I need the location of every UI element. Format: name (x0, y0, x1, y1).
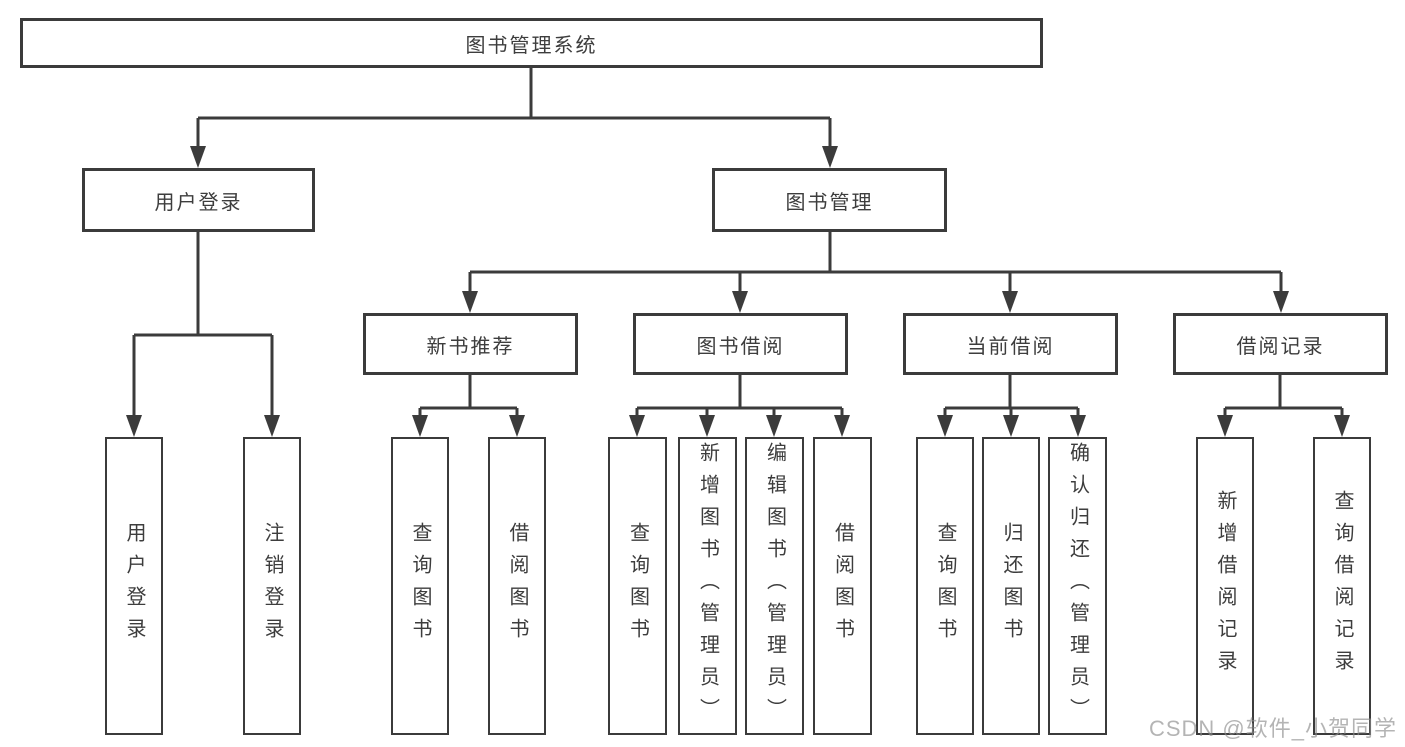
leaf-user-login: 用户登录 (105, 437, 163, 735)
connector-user-login (132, 232, 274, 421)
node-borrow-record-label: 借阅记录 (1236, 335, 1325, 358)
node-book-borrow-label: 图书借阅 (696, 335, 785, 358)
node-new-book-recommend: 新书推荐 (363, 313, 578, 375)
leaf-confirm-return-admin: 确认归还（管理员） (1048, 437, 1107, 735)
node-borrow-record: 借阅记录 (1173, 313, 1388, 375)
node-book-management-label: 图书管理 (785, 191, 874, 214)
node-book-borrow: 图书借阅 (633, 313, 848, 375)
leaf-confirm-return-admin-label: 确认归还（管理员） (1066, 442, 1089, 730)
leaf-logout: 注销登录 (243, 437, 301, 735)
leaf-add-borrow-record: 新增借阅记录 (1196, 437, 1254, 735)
arrowheads (126, 146, 1350, 437)
leaf-add-books-admin-label: 新增图书（管理员） (696, 442, 719, 730)
leaf-borrow-books-label: 借阅图书 (831, 522, 854, 650)
leaf-recommend-borrow-books: 借阅图书 (488, 437, 546, 735)
leaf-current-query-books: 查询图书 (916, 437, 974, 735)
connector-root (196, 68, 832, 150)
leaf-borrow-books: 借阅图书 (813, 437, 872, 735)
leaf-query-borrow-record-label: 查询借阅记录 (1331, 490, 1353, 682)
connector-book-borrow (635, 375, 844, 421)
node-current-borrow: 当前借阅 (903, 313, 1118, 375)
node-book-management: 图书管理 (712, 168, 947, 232)
leaf-return-books-label: 归还图书 (1000, 522, 1022, 650)
connector-borrow-record (1223, 375, 1344, 421)
leaf-edit-books-admin-label: 编辑图书（管理员） (763, 442, 786, 730)
leaf-add-books-admin: 新增图书（管理员） (678, 437, 737, 735)
node-root-label: 图书管理系统 (465, 34, 598, 57)
leaf-recommend-query-books: 查询图书 (391, 437, 449, 735)
leaf-recommend-borrow-books-label: 借阅图书 (506, 522, 528, 650)
connector-current-borrow (943, 375, 1080, 421)
node-current-borrow-label: 当前借阅 (966, 335, 1055, 358)
node-root: 图书管理系统 (20, 18, 1043, 68)
leaf-return-books: 归还图书 (982, 437, 1040, 735)
leaf-recommend-query-books-label: 查询图书 (409, 522, 431, 650)
leaf-edit-books-admin: 编辑图书（管理员） (745, 437, 804, 735)
node-user-login-label: 用户登录 (154, 191, 243, 214)
leaf-user-login-label: 用户登录 (123, 522, 145, 650)
node-new-book-recommend-label: 新书推荐 (426, 335, 515, 358)
leaf-borrow-query-books-label: 查询图书 (626, 522, 649, 650)
leaf-logout-label: 注销登录 (261, 522, 283, 650)
node-user-login: 用户登录 (82, 168, 315, 232)
leaf-borrow-query-books: 查询图书 (608, 437, 667, 735)
leaf-add-borrow-record-label: 新增借阅记录 (1214, 490, 1236, 682)
leaf-query-borrow-record: 查询借阅记录 (1313, 437, 1371, 735)
connector-book-management (468, 232, 1283, 296)
watermark: CSDN @软件_小贺同学 (1148, 716, 1397, 741)
connector-new-book (418, 375, 519, 421)
leaf-current-query-books-label: 查询图书 (934, 522, 956, 650)
